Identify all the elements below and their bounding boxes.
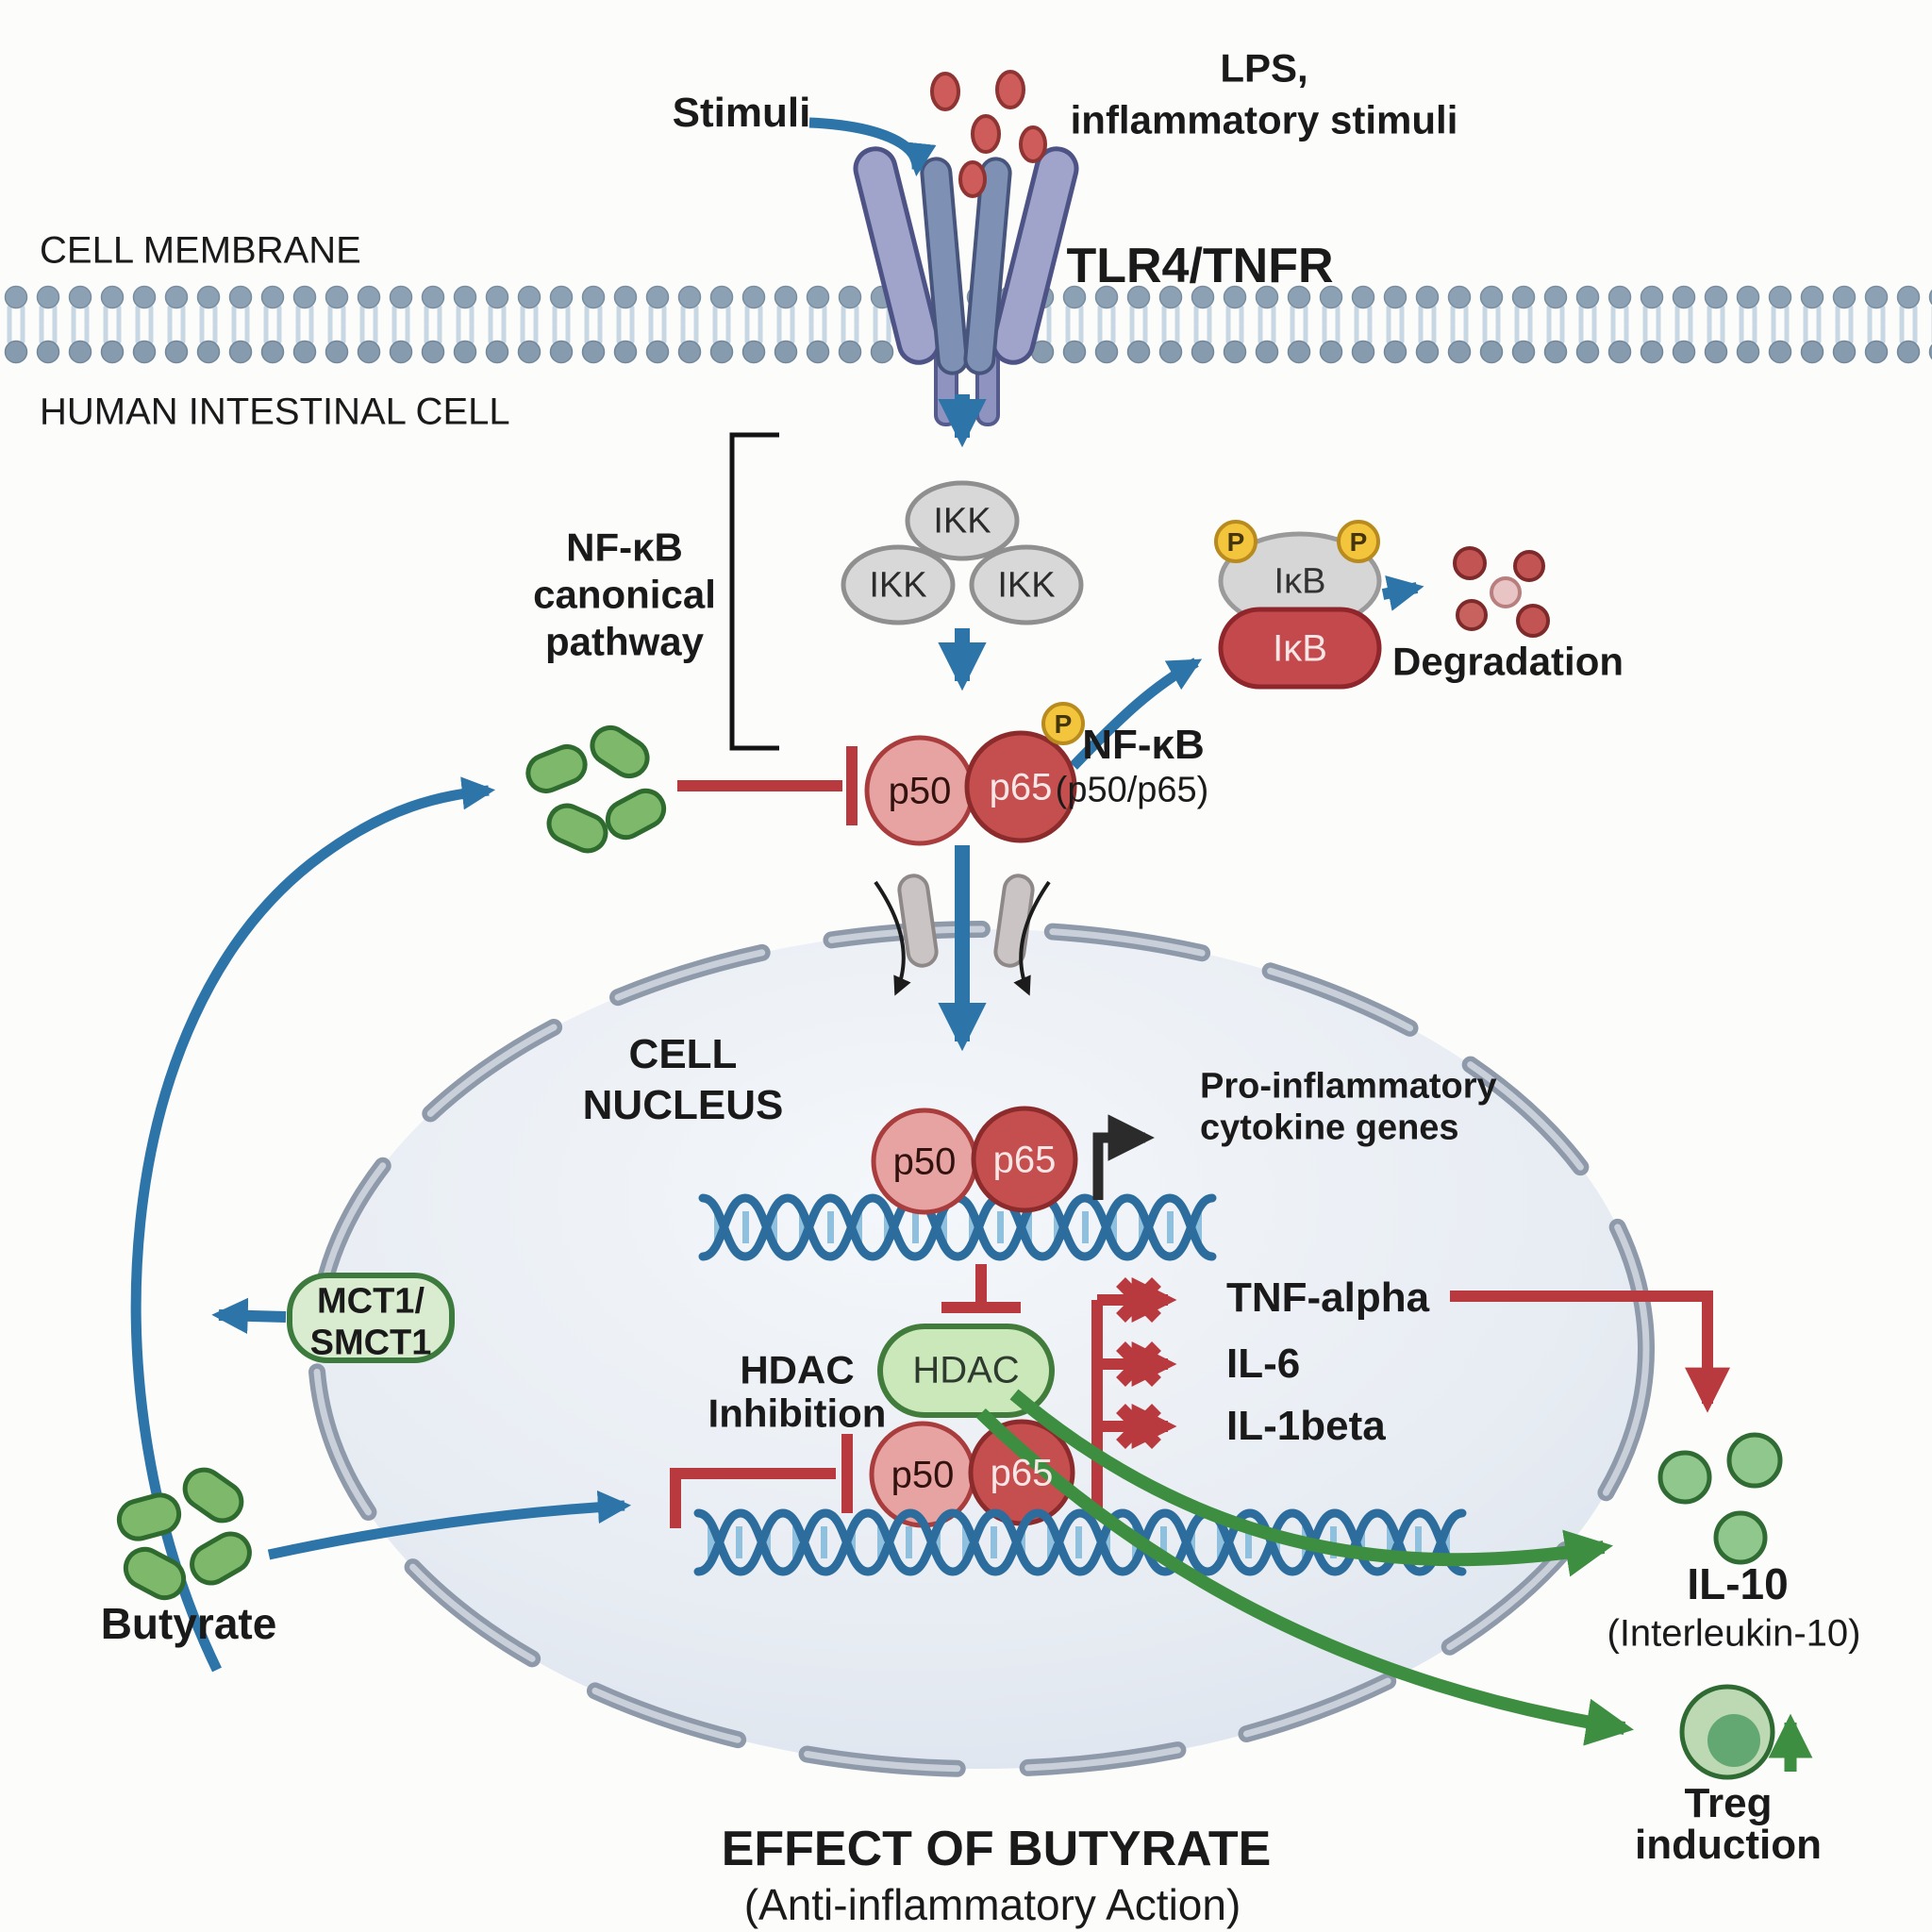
hdac-inhibition-label-line2: Inhibition [708,1391,887,1436]
p50-label: p50 [888,770,952,812]
phosphate-badge [1337,520,1380,563]
phosphate-badge [1214,520,1257,563]
butyrate-nuclear-inhibition-bar [670,1434,853,1528]
lps-label-line2: inflammatory stimuli [1070,97,1458,142]
ikb-complex [1214,520,1382,690]
degradation-dots [1453,546,1550,638]
p65-label: p65 [992,1139,1057,1181]
cytokine-label-il6: IL-6 [1226,1341,1301,1388]
hdac-pill-label: HDAC [912,1349,1020,1391]
butyrate-inhibition-bar [677,746,858,825]
nfkb-pathway-bracket [729,432,779,751]
receptor-label: TLR4/TNFR [1066,238,1334,293]
ikk-complex [841,480,1084,625]
treg-label-line2: induction [1635,1822,1822,1869]
ikk-label: IKK [997,565,1056,606]
hdac-inhibition-bar [941,1264,1021,1313]
treg-arrow [976,1407,1634,1746]
phosphate-badge [1041,702,1085,745]
stimuli-arrow [808,117,937,177]
nfkb-complex-hdac [869,1419,1075,1528]
nucleus-label-line2: NUCLEUS [582,1082,784,1129]
cytokine-block-arrows [1091,1277,1177,1517]
phosphate-label: P [1349,526,1368,557]
cytokine-label-il1b: IL-1beta [1226,1403,1386,1450]
ikb-red-label: IκB [1273,627,1327,670]
transporter-label-line2: SMCT1 [309,1323,432,1363]
pathway-label-line1: NF-κB [566,525,683,570]
cytokine-label-tnf: TNF-alpha [1226,1274,1430,1322]
mct1-export-arrow [211,1297,287,1335]
p65-label: p65 [990,1452,1054,1494]
nfkb-label-line1: NF-κB [1082,722,1205,769]
phosphate-label: P [1054,708,1073,739]
degradation-arrow [1381,575,1424,611]
intestinal-cell-label: HUMAN INTESTINAL CELL [40,391,510,433]
butyrate-molecules-cytoplasm [525,724,667,854]
mct1-transporter [287,1273,455,1363]
cytokine-genes-label-line1: Pro-inflammatory [1200,1066,1497,1107]
transporter-label-line1: MCT1/ [317,1281,425,1322]
nfkb-label-line2: (p50/p65) [1055,770,1209,810]
nfkb-complex-nuclear [871,1106,1078,1215]
lps-label-line1: LPS, [1220,45,1308,91]
ikk-label: IKK [933,501,991,541]
p50-label: p50 [892,1141,957,1183]
treg-cell [1679,1684,1775,1780]
ikb-branch-arrow [1070,658,1203,770]
degradation-label: Degradation [1392,639,1624,684]
hdac-inhibition-label-line1: HDAC [740,1347,855,1392]
butyrate-entry-arrow [267,1490,632,1560]
footer-title: EFFECT OF BUTYRATE [721,1821,1272,1876]
footer-subtitle: (Anti-inflammatory Action) [743,1880,1241,1930]
ikb-gray-label: IκB [1274,561,1326,602]
stimuli-dots [930,70,1047,198]
nfkb-complex [864,702,1085,846]
phosphate-label: P [1226,526,1245,557]
p50-label: p50 [891,1454,955,1496]
il10-arrow [1009,1389,1613,1577]
stimuli-label: Stimuli [672,90,811,137]
treg-label-line1: Treg [1684,1780,1773,1827]
il10-dots [1657,1432,1783,1565]
il10-label: IL-10 [1687,1559,1789,1609]
cytokine-genes-label-line2: cytokine genes [1200,1108,1459,1148]
transcription-arrow [1092,1114,1155,1200]
cell-membrane-label: CELL MEMBRANE [40,229,361,272]
nuclear-pore [874,874,1051,996]
block-x-marks [1116,1277,1161,1449]
nucleus-label-line1: CELL [628,1031,738,1078]
pathway-label-line2: canonical [533,572,716,617]
hdac-pill [877,1324,1055,1418]
butyrate-uptake-arc [130,776,496,1673]
butyrate-label: Butyrate [100,1599,277,1649]
p65-label: p65 [989,766,1053,808]
ikk-label: IKK [869,565,927,606]
tnf-output-arrow [1450,1291,1730,1413]
il10-sub-label: (Interleukin-10) [1607,1612,1861,1655]
pathway-label-line3: pathway [544,619,705,664]
butyrate-molecules [116,1467,252,1601]
